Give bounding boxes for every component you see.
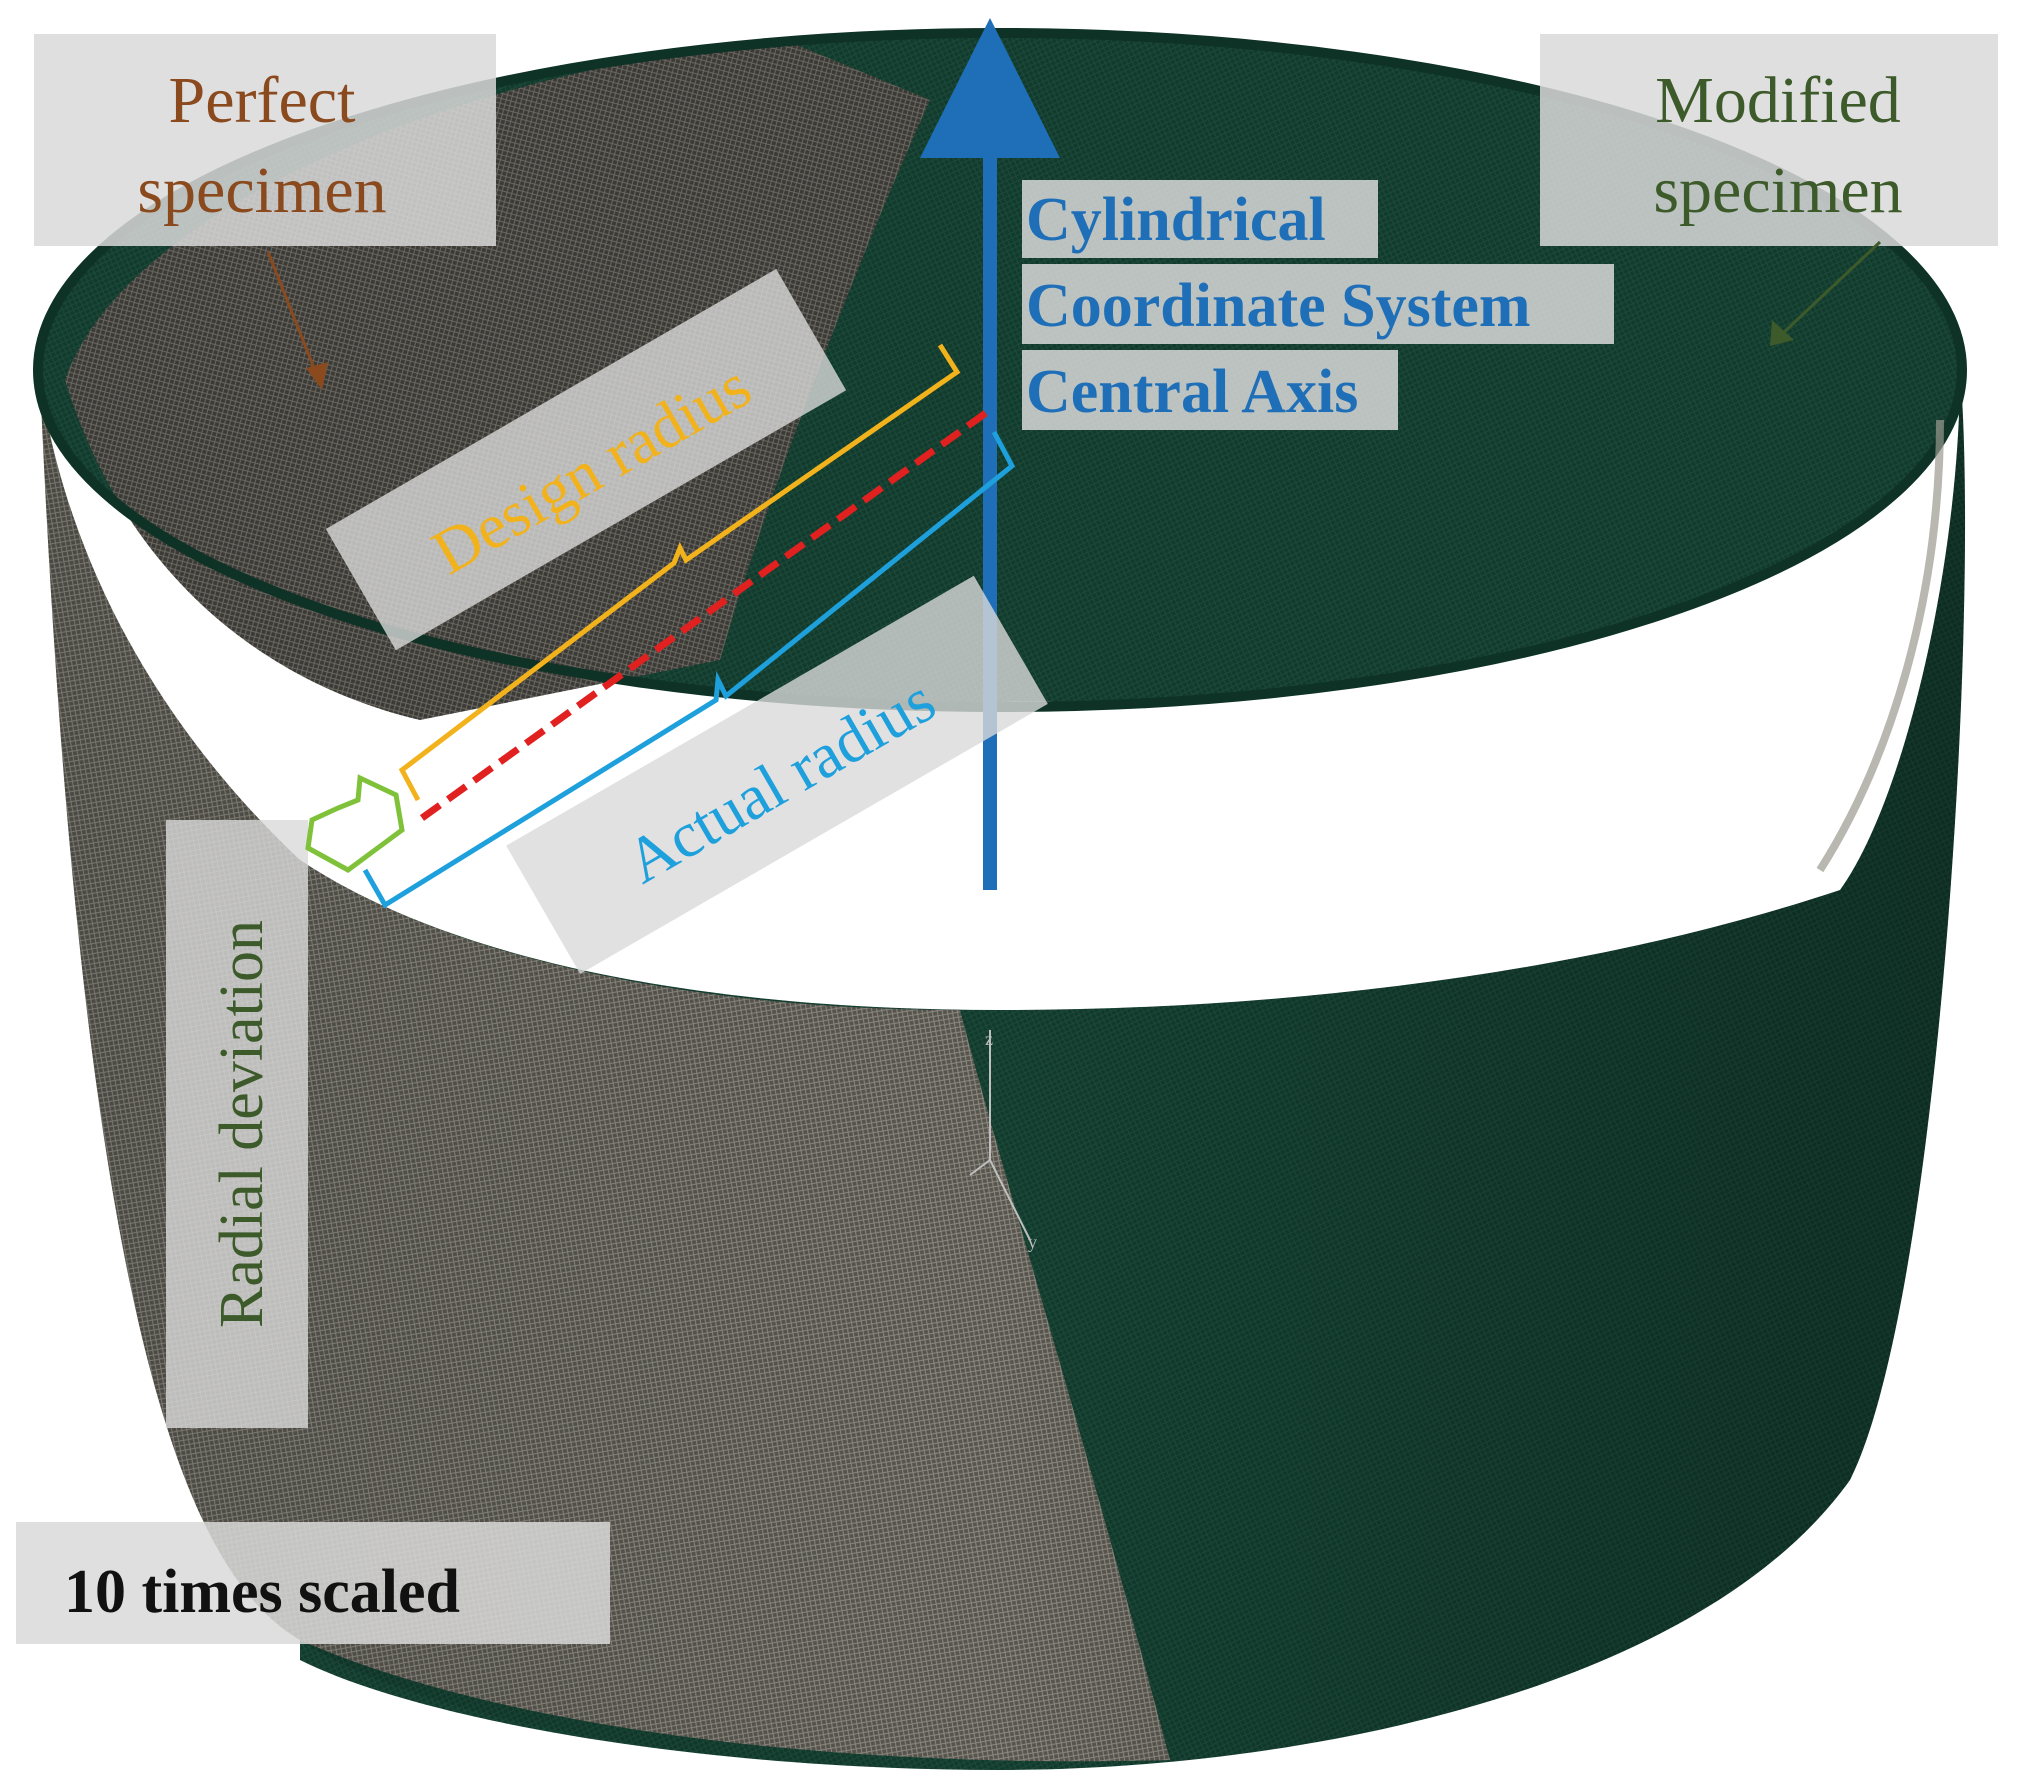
modified-pointer xyxy=(1780,240,1882,336)
perfect-label-line2: specimen xyxy=(137,154,386,227)
modified-label-line1: Modified xyxy=(1655,64,1901,137)
radial-deviation-bracket xyxy=(305,774,405,873)
triad-y-label: y xyxy=(1028,1232,1037,1252)
axis-label-box-3 xyxy=(1022,350,1398,430)
actual-radius-bracket xyxy=(362,430,1016,909)
coordinate-triad xyxy=(969,1030,1031,1241)
perfect-pointer xyxy=(266,251,320,379)
perfect-pointer-head xyxy=(306,362,328,390)
radial-deviation-label: Radial deviation xyxy=(208,920,276,1328)
perfect-label-box xyxy=(34,34,496,246)
outer-wall xyxy=(33,28,1967,1770)
modified-label-line2: specimen xyxy=(1653,154,1902,227)
triad-z-label: z xyxy=(985,1029,993,1049)
radial-deviation-label-box xyxy=(166,820,308,1428)
design-radius-bracket xyxy=(398,343,961,802)
design-radius-label-box xyxy=(325,268,847,651)
axis-label-line3: Central Axis xyxy=(1026,358,1358,426)
design-radius-centerline xyxy=(419,407,993,821)
axis-label-box-2 xyxy=(1022,264,1614,344)
scale-note-box xyxy=(16,1522,610,1644)
axis-label-box-1 xyxy=(1022,180,1378,258)
perfect-label-line1: Perfect xyxy=(169,64,356,137)
axis-label-line1: Cylindrical xyxy=(1026,186,1326,254)
modified-pointer-head xyxy=(1770,320,1794,346)
modified-label-box xyxy=(1540,34,1998,246)
central-axis-arrowhead xyxy=(968,62,1012,110)
actual-radius-label-box xyxy=(506,575,1048,974)
axis-label-line2: Coordinate System xyxy=(1026,272,1531,340)
scale-note: 10 times scaled xyxy=(64,1558,460,1626)
